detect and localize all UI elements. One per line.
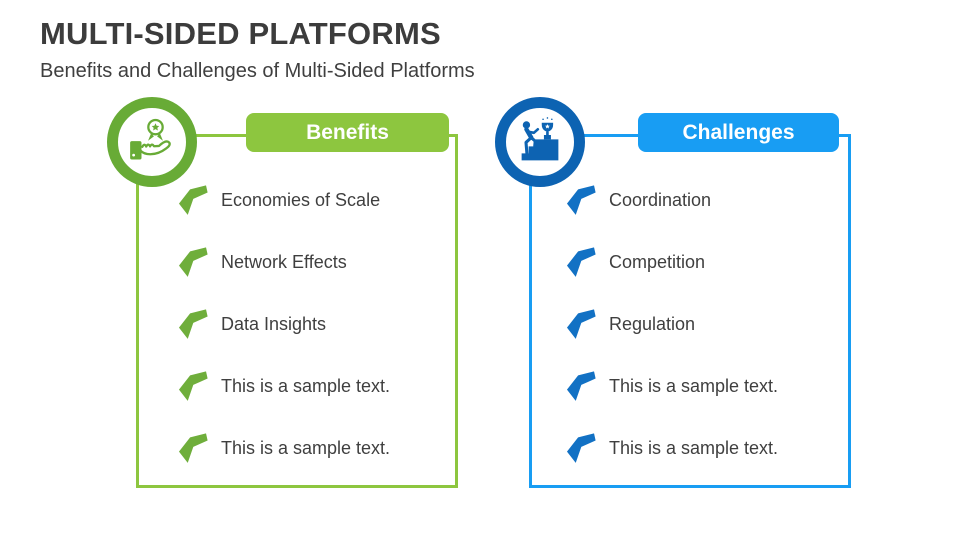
- person-climbing-stairs-to-trophy-icon: [521, 117, 559, 161]
- list-item-label: This is a sample text.: [221, 437, 391, 458]
- list-item-label: Economies of Scale: [221, 189, 381, 210]
- challenges-header-label: Challenges: [682, 120, 795, 144]
- list-item: This is a sample text.: [562, 417, 778, 479]
- bent-arrow-icon: [562, 245, 599, 280]
- challenges-header: Challenges: [638, 113, 839, 152]
- benefits-header: Benefits: [246, 113, 449, 152]
- list-item-label: Data Insights: [221, 313, 327, 334]
- list-item: Economies of Scale: [174, 169, 390, 231]
- page-title: MULTI-SIDED PLATFORMS: [40, 16, 441, 51]
- list-item: Data Insights: [174, 293, 390, 355]
- bent-arrow-icon: [562, 369, 599, 404]
- list-item: Regulation: [562, 293, 778, 355]
- list-item-label: This is a sample text.: [221, 375, 391, 396]
- list-item-label: This is a sample text.: [609, 437, 779, 458]
- bent-arrow-icon: [174, 183, 211, 218]
- bent-arrow-icon: [174, 369, 211, 404]
- list-item-label: Network Effects: [221, 251, 347, 272]
- list-item: Network Effects: [174, 231, 390, 293]
- bent-arrow-icon: [174, 431, 211, 466]
- list-item-label: Regulation: [609, 313, 696, 334]
- list-item: This is a sample text.: [174, 355, 390, 417]
- list-item-label: Competition: [609, 251, 706, 272]
- page-subtitle: Benefits and Challenges of Multi-Sided P…: [40, 60, 475, 82]
- list-item: Competition: [562, 231, 778, 293]
- benefits-header-label: Benefits: [306, 120, 389, 144]
- challenges-list: Coordination Competition Regulation This…: [562, 169, 778, 479]
- bent-arrow-icon: [174, 307, 211, 342]
- hand-holding-medal-icon: [130, 118, 171, 160]
- benefits-list: Economies of Scale Network Effects Data …: [174, 169, 390, 479]
- bent-arrow-icon: [562, 183, 599, 218]
- benefits-badge: [107, 97, 197, 187]
- bent-arrow-icon: [174, 245, 211, 280]
- challenges-badge: [495, 97, 585, 187]
- list-item: This is a sample text.: [174, 417, 390, 479]
- bent-arrow-icon: [562, 431, 599, 466]
- list-item: Coordination: [562, 169, 778, 231]
- bent-arrow-icon: [562, 307, 599, 342]
- list-item: This is a sample text.: [562, 355, 778, 417]
- list-item-label: Coordination: [609, 189, 712, 210]
- list-item-label: This is a sample text.: [609, 375, 779, 396]
